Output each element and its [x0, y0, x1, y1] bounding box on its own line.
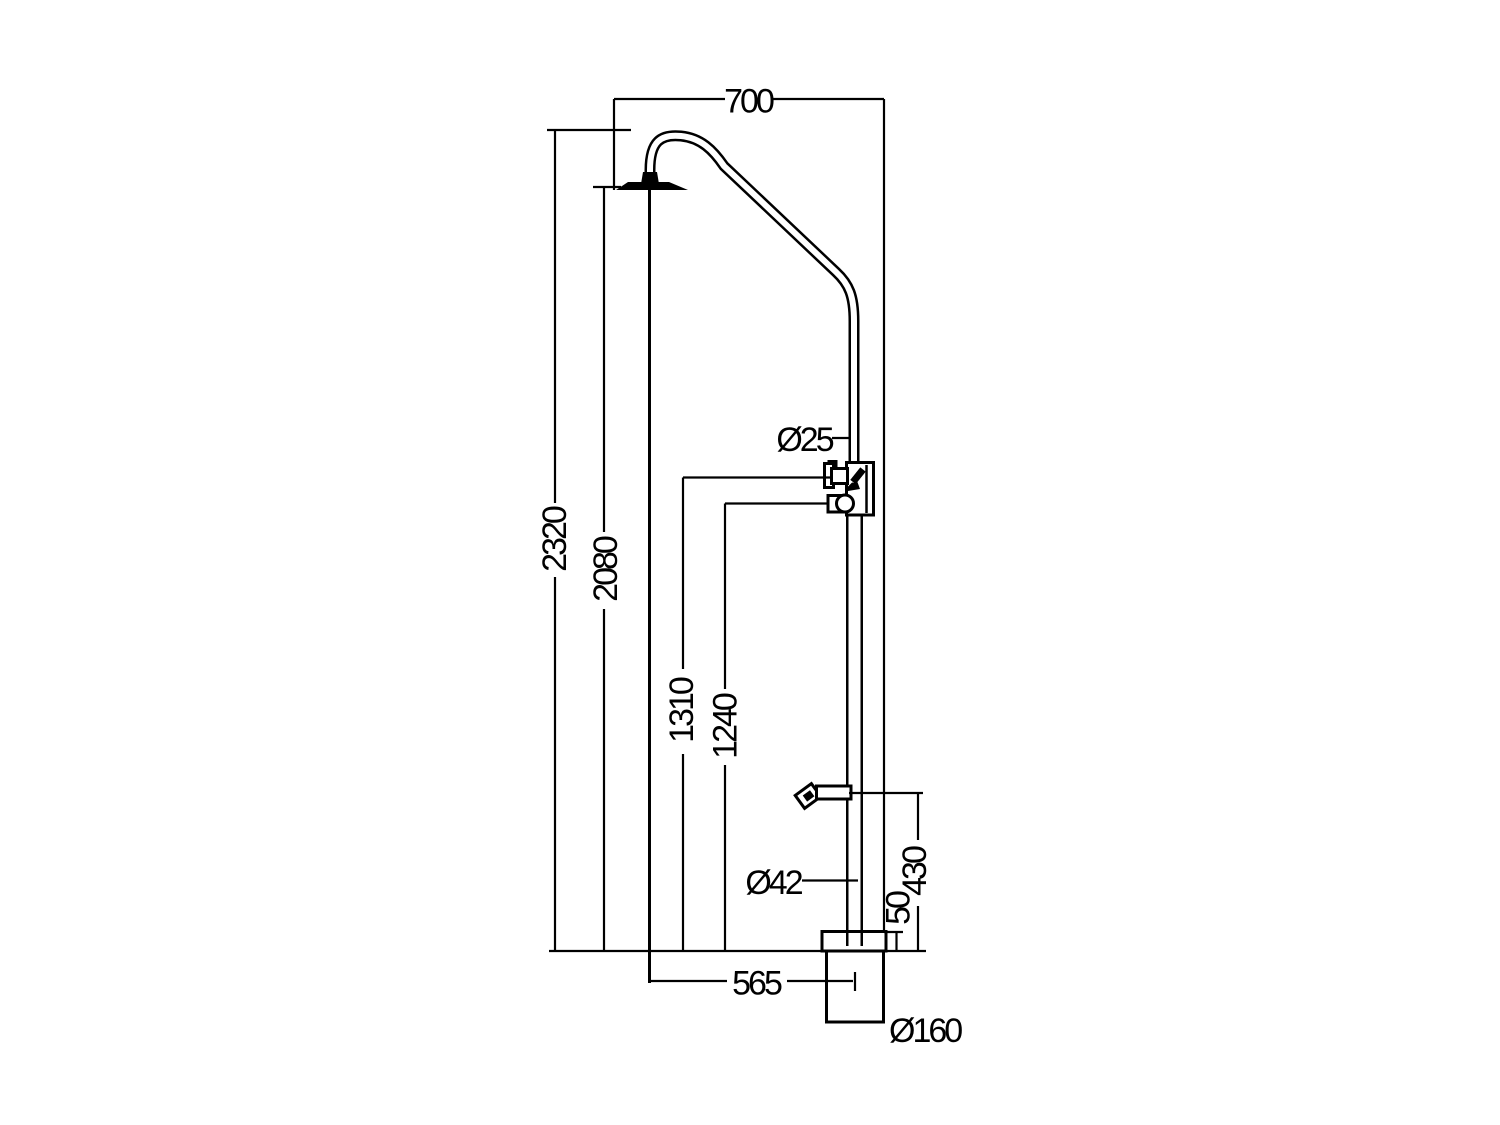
dim-label-430: 430 [896, 846, 934, 896]
dim-label-565: 565 [732, 965, 782, 1003]
valve-lower-knob [835, 493, 855, 514]
dim-label-d42: Ø42 [745, 864, 802, 902]
label-lower-pipe-diameter: Ø42 [745, 864, 858, 902]
hand-shower-holder [793, 781, 853, 811]
label-base-diameter: Ø160 [889, 1012, 965, 1050]
dim-label-d160: Ø160 [889, 1012, 962, 1050]
shower-head-plate [616, 182, 688, 190]
holder-arm [815, 784, 853, 801]
valve-top-handle [830, 467, 849, 485]
valve-spout [850, 467, 866, 485]
shower-column-figure [616, 130, 888, 1024]
dim-label-1310: 1310 [663, 677, 701, 743]
rain-shower-head [616, 172, 688, 190]
dim-base-height: 50 [880, 891, 918, 950]
dim-overall-height: 2320 [536, 128, 631, 950]
dim-label-2080: 2080 [587, 536, 625, 602]
dim-head-offset: 565 [650, 962, 857, 1003]
hand-shower-connector-core [802, 790, 815, 802]
label-upper-pipe-diameter: Ø25 [776, 421, 851, 459]
dim-label-50: 50 [880, 891, 918, 925]
dim-label-d25: Ø25 [776, 421, 833, 459]
dim-label-700: 700 [724, 83, 774, 121]
dim-label-2320: 2320 [536, 506, 574, 572]
dimensions: 700 2320 2080 1310 [536, 83, 965, 1051]
dim-showerhead-height: 2080 [587, 185, 625, 950]
shower-head-joint [641, 172, 659, 184]
valve-spout-tail [845, 482, 854, 491]
mixer-valve [823, 460, 875, 517]
dim-handshower-height: 430 [849, 791, 934, 950]
upper-riser-pipe [644, 130, 860, 464]
dim-upper-handle-height: 1310 [663, 476, 832, 950]
valve-flow-arrow-icon [845, 479, 860, 492]
dim-lower-handle-height: 1240 [707, 502, 829, 950]
dim-label-1240: 1240 [707, 693, 745, 759]
